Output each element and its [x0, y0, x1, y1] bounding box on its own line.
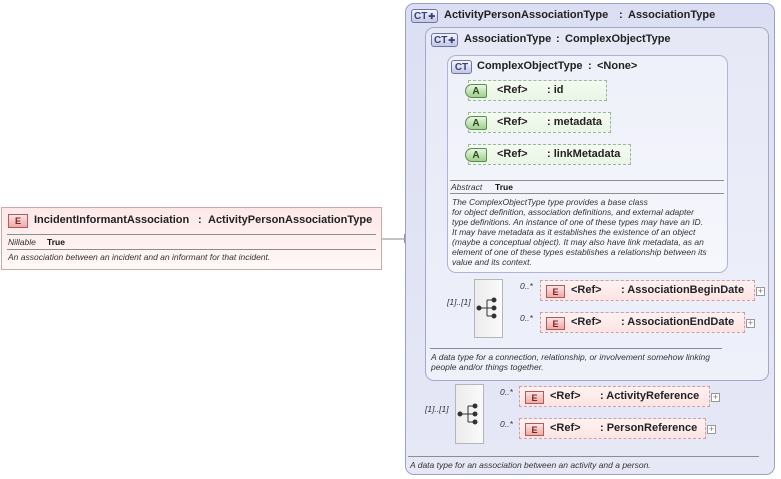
element-icon: E: [525, 423, 544, 436]
inner-type-base: <None>: [597, 60, 638, 72]
middle-type-separator: :: [556, 33, 560, 45]
complex-type-icon: CT✚: [411, 9, 438, 23]
element-cardinality: 0..*: [520, 313, 533, 323]
attribute-metadata[interactable]: A <Ref> : metadata: [465, 112, 611, 133]
outer-type-separator: :: [619, 9, 623, 21]
attribute-ref: <Ref>: [497, 148, 528, 160]
complex-type-icon: CT: [451, 60, 472, 74]
sequence-icon: [457, 403, 478, 425]
element-cardinality: 0..*: [500, 387, 513, 397]
outer-sequence-compositor[interactable]: [455, 384, 484, 444]
attribute-id[interactable]: A <Ref> : id: [465, 80, 607, 101]
inner-doc-line-2: for object definition, association defin…: [452, 207, 694, 217]
element-name: : ActivityReference: [600, 390, 700, 402]
expand-toggle[interactable]: +: [711, 392, 720, 402]
root-element-documentation: An association between an incident and a…: [8, 252, 271, 262]
attribute-name: : id: [547, 84, 564, 96]
divider: [7, 234, 376, 235]
element-name: : AssociationBeginDate: [621, 284, 745, 296]
attribute-icon: A: [465, 148, 487, 162]
expand-toggle[interactable]: +: [707, 424, 716, 434]
element-activity-reference[interactable]: E <Ref> : ActivityReference: [519, 386, 710, 407]
element-name: : PersonReference: [600, 422, 698, 434]
element-association-end-date[interactable]: E <Ref> : AssociationEndDate: [540, 312, 745, 333]
divider: [450, 180, 724, 181]
element-cardinality: 0..*: [500, 419, 513, 429]
outer-type-base: AssociationType: [628, 9, 716, 21]
element-icon: E: [546, 317, 565, 330]
element-icon: E: [546, 285, 565, 298]
middle-sequence-compositor[interactable]: [474, 279, 503, 338]
divider: [7, 249, 376, 250]
attribute-name: : metadata: [547, 116, 603, 128]
middle-sequence-cardinality: [1]..[1]: [447, 297, 471, 307]
divider: [430, 348, 722, 349]
inner-doc-line-4: It may have metadata as it establishes t…: [452, 227, 696, 237]
element-ref: <Ref>: [550, 422, 581, 434]
abstract-value: True: [495, 182, 513, 192]
element-ref: <Ref>: [550, 390, 581, 402]
attribute-icon: A: [465, 84, 487, 98]
inner-doc-line-6: element of one of these types establishe…: [452, 247, 707, 257]
expand-toggle[interactable]: +: [756, 286, 765, 296]
attribute-name: : linkMetadata: [547, 148, 621, 160]
sequence-icon: [476, 297, 497, 319]
divider: [408, 456, 759, 457]
inner-doc-line-3: type definitions. An instance of one of …: [452, 217, 704, 227]
attribute-ref: <Ref>: [497, 116, 528, 128]
element-person-reference[interactable]: E <Ref> : PersonReference: [519, 418, 706, 439]
attribute-link-metadata[interactable]: A <Ref> : linkMetadata: [465, 144, 631, 165]
middle-type-name: AssociationType: [464, 33, 552, 45]
divider: [450, 193, 724, 194]
middle-type-doc-line-2: people and/or things together.: [431, 362, 544, 372]
inner-type-separator: :: [588, 60, 592, 72]
element-ref: <Ref>: [571, 284, 602, 296]
expand-toggle[interactable]: +: [746, 318, 755, 328]
outer-type-name: ActivityPersonAssociationType: [444, 9, 609, 21]
middle-type-base: ComplexObjectType: [565, 33, 671, 45]
inner-doc-line-7: value and its context.: [452, 257, 532, 267]
nillable-label: Nillable: [8, 237, 36, 247]
complex-type-icon: CT✚: [431, 33, 458, 47]
outer-type-documentation: A data type for an association between a…: [410, 460, 651, 470]
root-element-separator: :: [198, 214, 202, 226]
abstract-label: Abstract: [451, 182, 483, 192]
element-icon: E: [525, 391, 544, 404]
nillable-value: True: [47, 237, 65, 247]
root-element-box[interactable]: E IncidentInformantAssociation : Activit…: [1, 207, 382, 270]
attribute-ref: <Ref>: [497, 84, 528, 96]
element-cardinality: 0..*: [520, 281, 533, 291]
element-name: : AssociationEndDate: [621, 316, 735, 328]
root-element-type: ActivityPersonAssociationType: [208, 214, 373, 226]
middle-type-doc-line-1: A data type for a connection, relationsh…: [431, 352, 710, 362]
root-element-name: IncidentInformantAssociation: [34, 214, 190, 226]
inner-doc-line-1: The ComplexObjectType type provides a ba…: [452, 197, 648, 207]
attribute-icon: A: [465, 116, 487, 130]
inner-doc-line-5: (maybe a conceptual object). It may also…: [452, 237, 704, 247]
outer-sequence-cardinality: [1]..[1]: [425, 404, 449, 414]
element-association-begin-date[interactable]: E <Ref> : AssociationBeginDate: [540, 280, 755, 301]
inner-type-name: ComplexObjectType: [477, 60, 583, 72]
element-ref: <Ref>: [571, 316, 602, 328]
element-icon: E: [8, 214, 28, 228]
